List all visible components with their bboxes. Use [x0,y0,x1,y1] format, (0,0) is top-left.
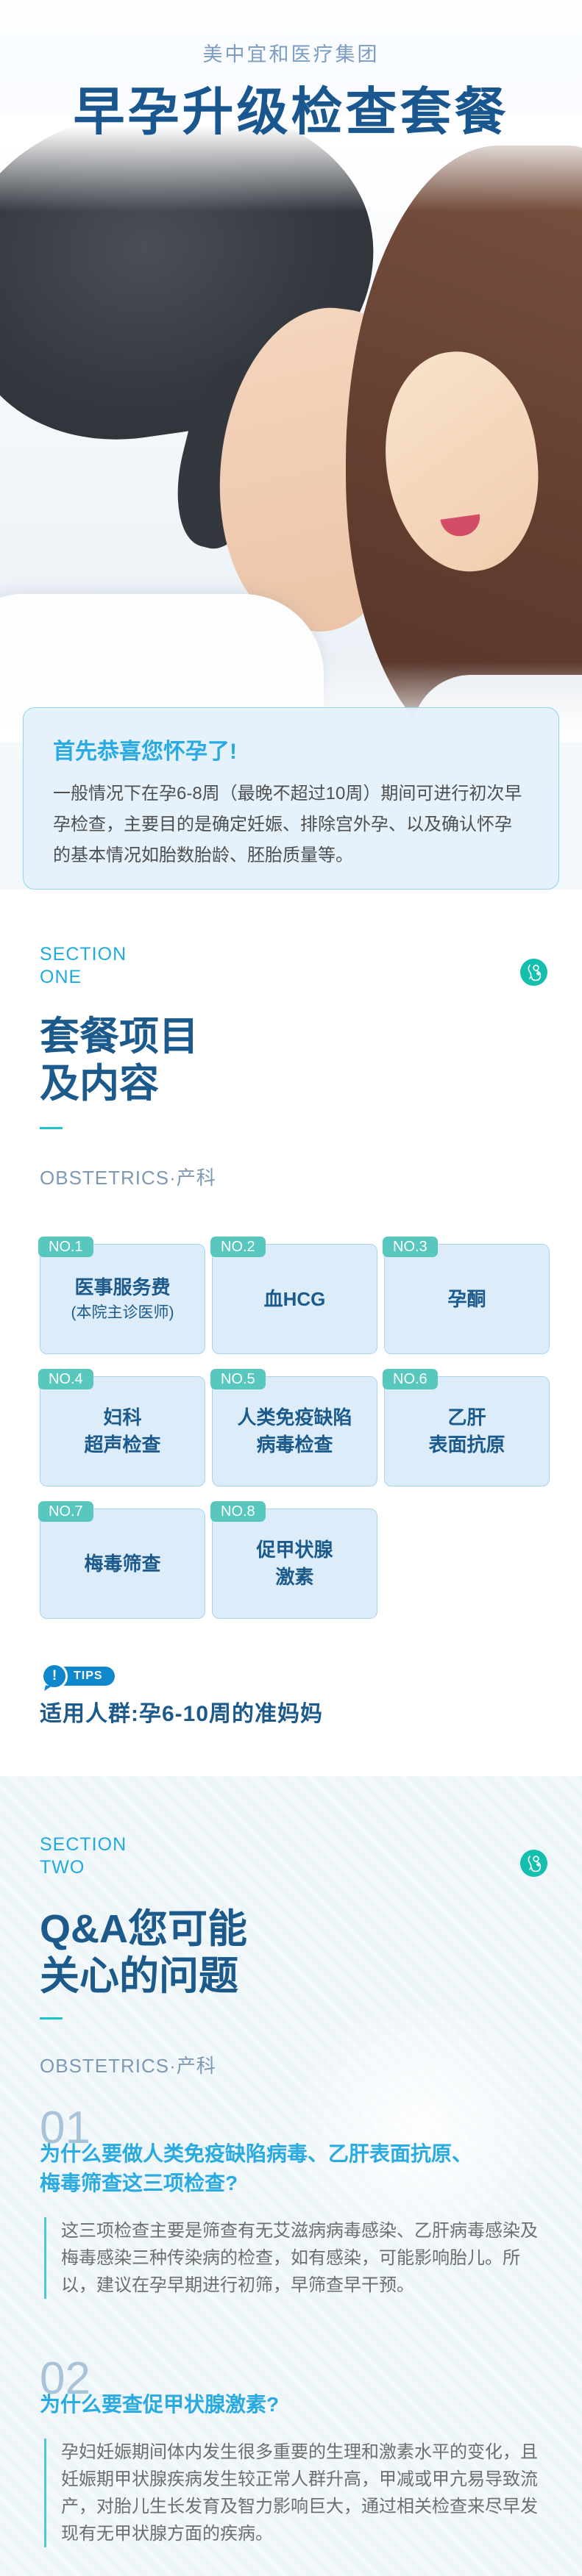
tips-badge: ! TIPS [41,1663,115,1689]
eyebrow-line-2: TWO [40,1857,85,1878]
section-two-eyebrow: SECTION TWO [40,1833,127,1879]
eyebrow-line-1: SECTION [40,1834,127,1855]
item-name: 孕酮 [447,1287,486,1310]
section-two-title: Q&A您可能 关心的问题 [40,1906,247,2000]
teal-dash-divider [40,2017,63,2019]
question-number: 01 [40,2103,91,2153]
section-one-title: 套餐项目 及内容 [40,1013,199,1107]
question-line-2: 梅毒筛查这三项检查? [40,2172,238,2194]
item-name: 促甲状腺 [256,1539,333,1561]
item-name-line2: 病毒检查 [256,1434,333,1456]
item-number-tag: NO.7 [38,1501,93,1522]
item-name-line2: 激素 [275,1566,314,1588]
couple-photo [0,116,582,743]
intro-title: 首先恭喜您怀孕了! [53,740,237,764]
item-name-line2: 超声检查 [84,1434,161,1456]
question-line-1: 为什么要做人类免疫缺陷病毒、乙肝表面抗原、 [40,2142,473,2165]
question-number: 02 [40,2353,91,2404]
question-text: 为什么要查促甲状腺激素? [40,2390,555,2419]
item-number-tag: NO.8 [210,1501,266,1522]
section-one-title-line2: 及内容 [40,1062,159,1106]
item-number-tag: NO.1 [38,1237,93,1257]
teal-dash-divider [40,1127,63,1129]
section-one-title-line1: 套餐项目 [40,1015,199,1059]
intro-body: 一般情况下在孕6-8周（最晚不超过10周）期间可进行初次早孕检查，主要目的是确定… [53,784,522,865]
item-number-tag: NO.2 [210,1237,266,1257]
section-two-title-line2: 关心的问题 [40,1954,238,1998]
package-item-card: NO.2 血HCG [210,1237,377,1354]
package-item-card: NO.4 妇科 超声检查 [38,1369,205,1486]
package-item-card: NO.6 乙肝 表面抗原 [383,1369,550,1486]
section-two-title-line1: Q&A您可能 [40,1907,247,1951]
item-number-tag: NO.3 [383,1237,438,1257]
package-item-card: NO.1 医事服务费 (本院主诊医师) [38,1237,205,1354]
item-name: 血HCG [263,1287,326,1310]
answer-text: 这三项检查主要是筛查有无艾滋病病毒感染、乙肝病毒感染及梅毒感染三种传染病的检查，… [44,2217,550,2299]
package-item-card: NO.3 孕酮 [383,1237,550,1354]
exclamation-icon: ! [41,1663,68,1689]
hero-section: 美中宜和医疗集团 早孕升级检查套餐 首先恭喜您怀孕了! 一般情况下在孕6-8周（… [0,0,582,890]
item-name: 人类免疫缺陷 [237,1406,352,1428]
tips-text: 适用人群:孕6-10周的准妈妈 [40,1702,324,1726]
item-number-tag: NO.6 [383,1369,438,1389]
qa-block-1: 01 为什么要做人类免疫缺陷病毒、乙肝表面抗原、 梅毒筛查这三项检查? 这三项检… [40,2103,555,2299]
item-name: 乙肝 [447,1406,486,1428]
package-item-card: NO.7 梅毒筛查 [38,1501,205,1619]
background-glow [288,1997,553,2261]
eyebrow-line-2: ONE [40,967,82,987]
pregnant-woman-icon [520,959,547,986]
item-name: 梅毒筛查 [84,1552,161,1575]
photo-top-fade [0,116,582,212]
page-title: 早孕升级检查套餐 [73,83,509,140]
package-items-grid: NO.1 医事服务费 (本院主诊医师) NO.2 血HCG NO.3 孕酮 NO… [38,1237,551,1619]
question-line-1: 为什么要查促甲状腺激素? [40,2393,280,2416]
section-one-eyebrow: SECTION ONE [40,943,127,989]
section-one-subtitle: OBSTETRICS·产科 [40,1167,216,1189]
package-item-card: NO.8 促甲状腺 激素 [210,1501,377,1619]
item-subtext: (本院主诊医师) [71,1303,174,1321]
package-item-card: NO.5 人类免疫缺陷 病毒检查 [210,1369,377,1486]
section-one: SECTION ONE 套餐项目 及内容 OBSTETRICS·产科 NO.1 … [0,890,582,1776]
item-name: 医事服务费 [74,1276,171,1298]
qa-block-2: 02 为什么要查促甲状腺激素? 孕妇妊娠期间体内发生很多重要的生理和激素水平的变… [40,2353,555,2547]
item-name: 妇科 [103,1406,142,1428]
section-two-subtitle: OBSTETRICS·产科 [40,2055,216,2077]
item-number-tag: NO.5 [210,1369,266,1389]
item-number-tag: NO.4 [38,1369,93,1389]
section-two: SECTION TWO Q&A您可能 关心的问题 OBSTETRICS·产科 0… [0,1776,582,2576]
intro-card: 首先恭喜您怀孕了! 一般情况下在孕6-8周（最晚不超过10周）期间可进行初次早孕… [23,707,559,890]
brand-name: 美中宜和医疗集团 [202,43,380,65]
item-name-line2: 表面抗原 [428,1434,505,1456]
question-text: 为什么要做人类免疫缺陷病毒、乙肝表面抗原、 梅毒筛查这三项检查? [40,2139,555,2198]
pregnant-woman-icon [520,1850,547,1877]
eyebrow-line-1: SECTION [40,944,127,965]
answer-text: 孕妇妊娠期间体内发生很多重要的生理和激素水平的变化，且妊娠期甲状腺疾病发生较正常… [44,2439,550,2547]
